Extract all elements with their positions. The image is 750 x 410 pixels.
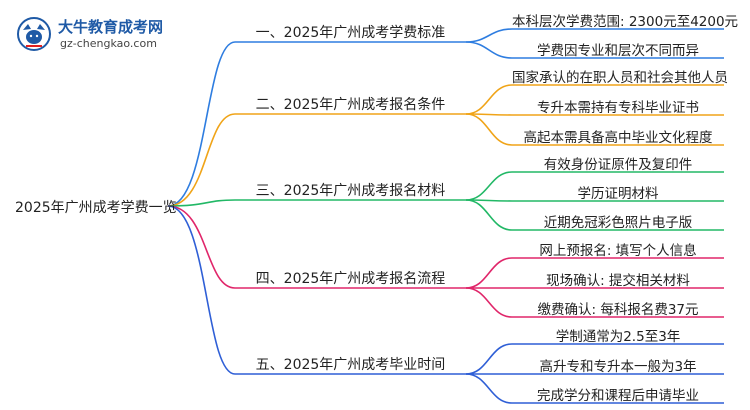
branch-topic: 一、2025年广州成考学费标准 [255, 25, 446, 41]
leaf-topic: 国家承认的在职人员和社会其他人员 [512, 70, 728, 86]
branch-connector [167, 199, 466, 207]
branch-topic: 二、2025年广州成考报名条件 [255, 97, 446, 113]
branch-connector [167, 205, 466, 289]
site-logo[interactable]: 大牛教育成考网 gz-chengkao.com [8, 12, 208, 58]
leaf-topic: 学费因专业和层次不同而异 [537, 43, 699, 59]
leaf-topic: 有效身份证原件及复印件 [543, 157, 693, 173]
leaf-topic: 近期免冠彩色照片电子版 [543, 215, 693, 231]
leaf-topic: 缴费确认: 每科报名费37元 [537, 302, 699, 318]
leaf-topic: 完成学分和课程后申请毕业 [537, 388, 699, 404]
leaf-connector [465, 171, 724, 201]
leaf-topic: 网上预报名: 填写个人信息 [539, 243, 697, 259]
leaf-connector [465, 199, 724, 202]
leaf-topic: 专升本需持有专科毕业证书 [537, 100, 699, 116]
leaf-connector [465, 28, 724, 43]
leaf-topic: 高起本需具备高中毕业文化程度 [523, 130, 713, 146]
leaf-connector [465, 257, 724, 289]
branch-topic: 三、2025年广州成考报名材料 [255, 183, 446, 199]
leaf-topic: 高升专和专升本一般为3年 [539, 359, 697, 375]
leaf-connector [465, 113, 724, 116]
root-topic: 2025年广州成考学费一览 [15, 200, 177, 216]
leaf-connector [465, 41, 724, 59]
branch-connector [167, 41, 466, 207]
logo-url-text: gz-chengkao.com [60, 37, 157, 50]
bull-logo-icon [17, 17, 51, 51]
branch-topic: 五、2025年广州成考毕业时间 [255, 357, 446, 373]
leaf-topic: 学历证明材料 [577, 186, 659, 202]
leaf-topic: 本科层次学费范围: 2300元至4200元 [512, 14, 739, 30]
branch-topic: 四、2025年广州成考报名流程 [255, 271, 446, 287]
branch-connector [167, 113, 466, 207]
branch-connector [167, 205, 466, 375]
leaf-connector [465, 199, 724, 231]
leaf-connector [465, 373, 724, 404]
leaf-topic: 现场确认: 提交相关材料 [546, 273, 690, 289]
logo-brand-text: 大牛教育成考网 [58, 18, 164, 36]
leaf-connector [465, 113, 724, 146]
leaf-topic: 学制通常为2.5至3年 [555, 329, 681, 345]
leaf-connector [465, 84, 724, 115]
leaf-connector [465, 287, 724, 318]
leaf-connector [465, 343, 724, 375]
